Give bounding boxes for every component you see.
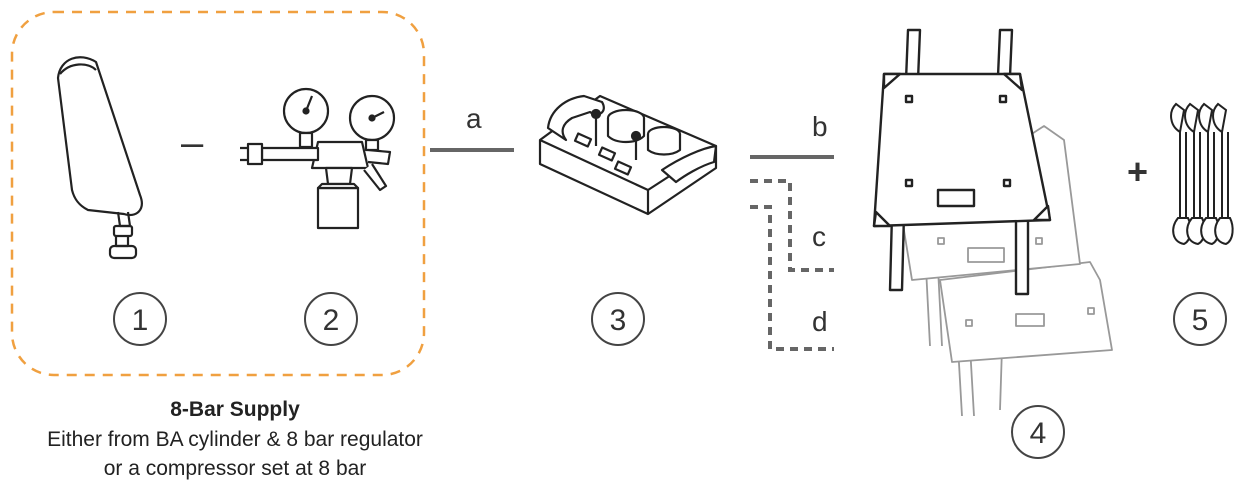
hose-b-label: b <box>812 111 828 142</box>
svg-text:5: 5 <box>1192 304 1209 337</box>
control-unit-icon <box>538 94 718 216</box>
hose-d <box>750 205 834 351</box>
plus-symbol: + <box>1127 151 1148 192</box>
svg-text:3: 3 <box>610 304 627 337</box>
badge-4: 4 <box>1011 405 1065 459</box>
hose-c-label: c <box>812 221 826 252</box>
svg-text:1: 1 <box>132 304 149 337</box>
badge-1: 1 <box>113 292 167 346</box>
hose-c <box>750 179 834 272</box>
supply-group-box <box>10 10 426 377</box>
svg-text:4: 4 <box>1030 417 1047 450</box>
regulator-icon <box>240 87 396 230</box>
ba-cylinder-icon <box>56 56 143 260</box>
badge-2: 2 <box>304 292 358 346</box>
supply-description-line-2: or a compressor set at 8 bar <box>103 457 367 480</box>
hose-a-label: a <box>466 103 482 134</box>
supply-title: 8-Bar Supply <box>170 398 300 421</box>
lifting-bags-icon <box>872 28 1113 417</box>
connector-dash: – <box>181 121 204 165</box>
straps-icon <box>1170 102 1234 246</box>
badge-3: 3 <box>591 292 645 346</box>
supply-description-line-1: Either from BA cylinder & 8 bar regulato… <box>47 428 423 451</box>
badge-5: 5 <box>1173 292 1227 346</box>
svg-text:2: 2 <box>323 304 340 337</box>
hose-d-label: d <box>812 306 828 337</box>
